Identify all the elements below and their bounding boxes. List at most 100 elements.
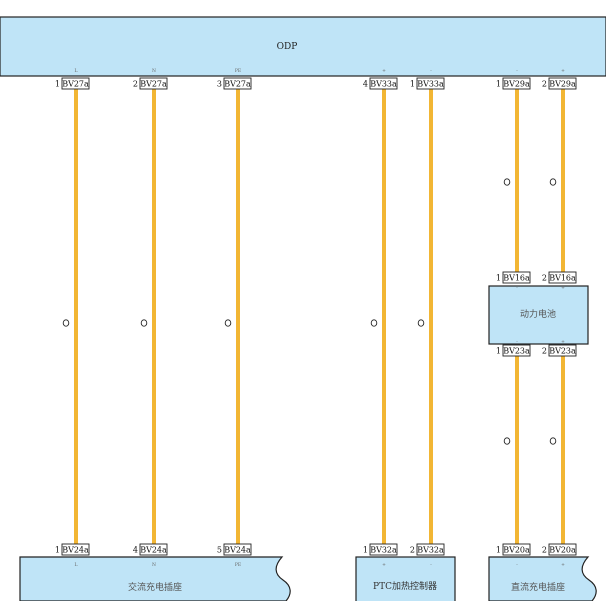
battery-box[interactable]: 动力电池: [488, 285, 589, 345]
wire-w5-top-pin-number: 1: [410, 80, 415, 89]
wire-w7-bottom-connector-box: [548, 543, 577, 556]
wire-w3-top-pin-number: 3: [217, 80, 222, 89]
wire-w6-top-connector-id: BV29a: [503, 80, 530, 89]
wire-w7-top-pin-number: 2: [542, 80, 547, 89]
wire-w5-top-connector-box: [416, 77, 445, 90]
wire-w2-bottom-pin-number: 4: [133, 546, 138, 555]
wire-w1-top-signal-label: L: [75, 68, 78, 74]
wire-w3-bottom-connector-box: [223, 543, 252, 556]
wire-w7-mid-bottom-signal-label: +: [561, 339, 565, 345]
wire-w6-upper-marker: [503, 178, 511, 186]
wire-w7-lower-marker: [549, 437, 557, 445]
wire-w4-bottom-connector-id: BV32a: [370, 546, 397, 555]
wire-w7-top-signal-label: +: [561, 68, 565, 74]
odp-label: ODP: [277, 42, 298, 52]
wire-w6-top-pin-number: 1: [496, 80, 501, 89]
wire-w2-bottom-connector-id: BV24a: [140, 546, 167, 555]
wire-w7-bottom-pin-number: 2: [542, 546, 547, 555]
wire-w7-top-connector-box: [548, 77, 577, 90]
wire-w1-top-connector-box: [61, 77, 90, 90]
wire-w7-mid-bottom-connector-id: BV23a: [549, 347, 576, 356]
wire-w4-top-connector-box: [369, 77, 398, 90]
wire-w4-bottom-signal-label: +: [382, 562, 386, 568]
wire-w1-bottom-connector-box: [61, 543, 90, 556]
wire-w7-upper-marker: [549, 178, 557, 186]
wire-w4-top-pin-number: 4: [363, 80, 368, 89]
ac-socket-label: 交流充电插座: [128, 581, 182, 593]
wire-w6-mid-top-connector-id: BV16a: [503, 274, 530, 283]
dc-socket-box[interactable]: 直流充电插座: [488, 556, 597, 601]
wire-w6-bottom-signal-label: -: [516, 563, 518, 568]
wire-w3-top-connector-id: BV27a: [224, 80, 251, 89]
battery-label: 动力电池: [520, 308, 556, 320]
wire-w1-top-connector-id: BV27a: [62, 80, 89, 89]
wire-w4-top-signal-label: +: [382, 68, 386, 74]
wire-w3-bottom-pin-number: 5: [217, 546, 222, 555]
wire-w7-mid-bottom-connector-box: [548, 344, 577, 357]
wire-w5-bottom-pin-number: 2: [410, 546, 415, 555]
wire-w6-top-connector-box: [502, 77, 531, 90]
wire-w2-top-pin-number: 2: [133, 80, 138, 89]
wire-w7-bottom-signal-label: +: [561, 562, 565, 568]
wire-w6-bottom-pin-number: 1: [496, 546, 501, 555]
wire-w7-mid-top-connector-box: [548, 271, 577, 284]
odp-box[interactable]: ODP: [0, 16, 606, 77]
wire-w5-bottom-connector-id: BV32a: [417, 546, 444, 555]
wire-w6-top-signal-label: -: [516, 69, 518, 74]
wire-w5-bottom-connector-box: [416, 543, 445, 556]
wire-w2-top-connector-id: BV27a: [140, 80, 167, 89]
wire-w2-top-signal-label: N: [152, 68, 156, 74]
wire-w1-bottom-connector-id: BV24a: [62, 546, 89, 555]
wire-w4-marker: [370, 319, 378, 327]
wire-w3-top-signal-label: PE: [235, 68, 241, 74]
wire-w7-bottom-connector-id: BV20a: [549, 546, 576, 555]
wire-w7-mid-top-pin-number: 2: [542, 274, 547, 283]
ptc-box[interactable]: PTC加热控制器: [355, 556, 456, 601]
wire-w3-bottom-signal-label: PE: [235, 562, 241, 568]
wire-w4-top-connector-id: BV33a: [370, 80, 397, 89]
wire-w6-mid-bottom-connector-id: BV23a: [503, 347, 530, 356]
wire-w6-mid-top-connector-box: [502, 271, 531, 284]
wire-w7-mid-bottom-pin-number: 2: [542, 347, 547, 356]
wire-w7-mid-top-connector-id: BV16a: [549, 274, 576, 283]
wire-w2-bottom-connector-box: [139, 543, 168, 556]
wire-w2-marker: [140, 319, 148, 327]
ptc-label: PTC加热控制器: [373, 580, 437, 592]
dc-socket-label: 直流充电插座: [511, 581, 565, 593]
wire-w4-bottom-pin-number: 1: [363, 546, 368, 555]
wire-w2-top-connector-box: [139, 77, 168, 90]
wire-w5-top-signal-label: -: [430, 69, 432, 74]
wire-w6-bottom-connector-id: BV20a: [503, 546, 530, 555]
wire-w6-lower-marker: [503, 437, 511, 445]
ac-socket-box[interactable]: 交流充电插座: [19, 556, 291, 601]
wire-w1-bottom-pin-number: 1: [55, 546, 60, 555]
wire-w5-marker: [417, 319, 425, 327]
wire-w6-bottom-connector-box: [502, 543, 531, 556]
